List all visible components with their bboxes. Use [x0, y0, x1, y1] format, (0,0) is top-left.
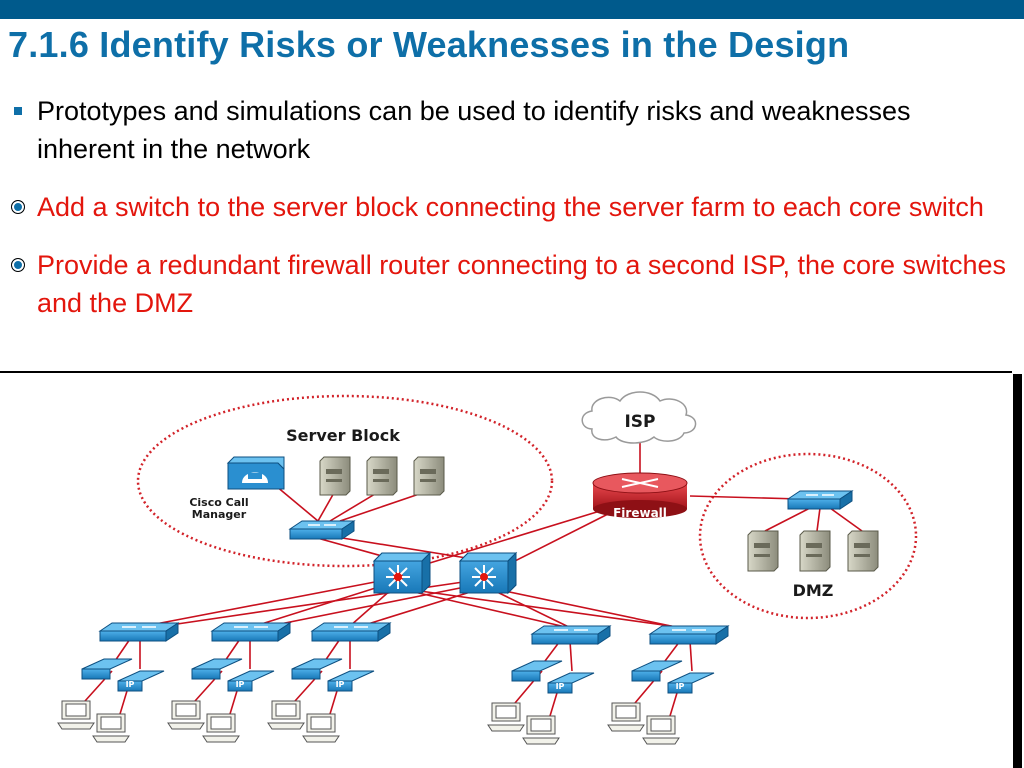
ip-phone-label: IP	[236, 680, 245, 689]
ip-phone-icon	[81, 658, 715, 694]
bullet-list: Prototypes and simulations can be used t…	[10, 92, 1010, 342]
core-switch-icon	[372, 551, 518, 595]
server-farm-icon	[319, 456, 445, 496]
server-block-ellipse	[136, 394, 554, 568]
ip-phone-label: IP	[336, 680, 345, 689]
network-diagram: Server Block Cisco Call Manager DMZ ISP …	[0, 371, 1024, 768]
call-manager-label-line1: Cisco Call	[189, 496, 248, 509]
slide-title: 7.1.6 Identify Risks or Weaknesses in th…	[8, 24, 850, 65]
ip-phone-label: IP	[126, 680, 135, 689]
bullet-text: Prototypes and simulations can be used t…	[37, 96, 911, 164]
circle-bullet-icon	[10, 188, 37, 226]
pc-icon	[57, 700, 680, 745]
server-block-label: Server Block	[286, 426, 400, 445]
bullet-text: Provide a redundant firewall router conn…	[37, 250, 1007, 318]
firewall-label: Firewall	[613, 506, 667, 520]
circle-bullet-icon	[10, 246, 37, 284]
firewall-router-icon	[592, 472, 688, 518]
top-bar	[0, 0, 1024, 19]
square-bullet-icon	[10, 92, 37, 130]
ip-phone-label: IP	[676, 682, 685, 691]
dmz-label: DMZ	[793, 581, 834, 600]
dmz-ellipse	[698, 452, 918, 620]
bullet-text: Add a switch to the server block connect…	[37, 192, 984, 222]
isp-label: ISP	[624, 412, 655, 432]
isp-cloud-icon	[581, 391, 697, 444]
call-manager-icon	[226, 456, 285, 490]
bullet-item-2: Add a switch to the server block connect…	[10, 188, 1010, 226]
call-manager-label-line2: Manager	[192, 508, 247, 521]
network-diagram-svg: Server Block Cisco Call Manager DMZ ISP …	[0, 371, 1022, 768]
bullet-item-1: Prototypes and simulations can be used t…	[10, 92, 1010, 168]
dmz-server-icon	[747, 530, 879, 572]
diagram-right-border	[1013, 374, 1022, 768]
bullet-item-3: Provide a redundant firewall router conn…	[10, 246, 1010, 322]
workgroup-switch-icon	[98, 490, 854, 645]
ip-phone-label: IP	[556, 682, 565, 691]
